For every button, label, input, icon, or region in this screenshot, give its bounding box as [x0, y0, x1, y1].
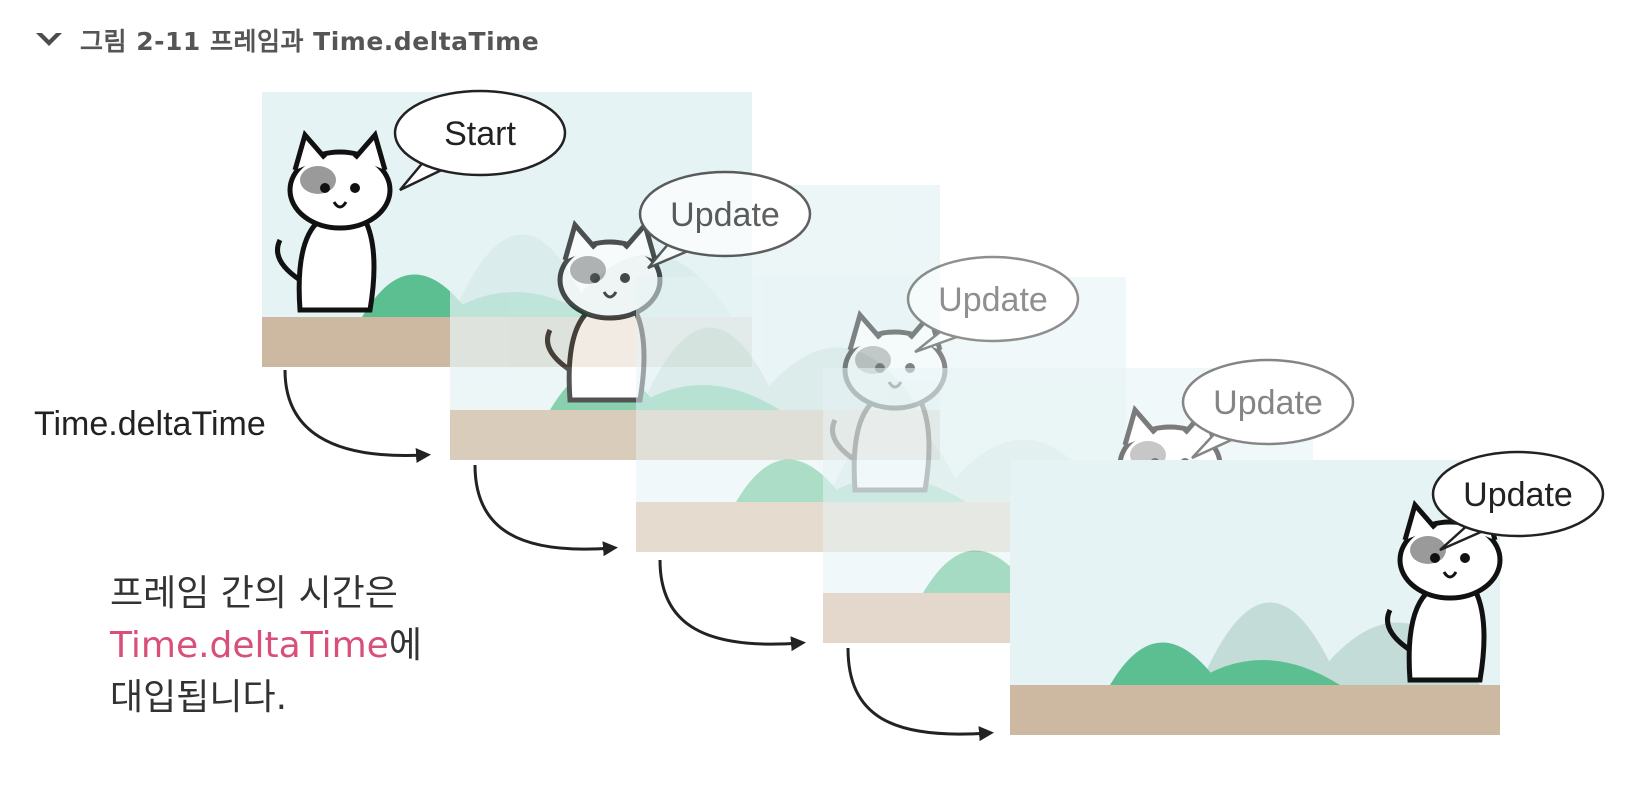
- arrow-label: Time.deltaTime: [34, 405, 266, 443]
- hill: [923, 550, 1033, 593]
- bubble-label: Update: [1463, 476, 1573, 514]
- speech-bubble: [638, 170, 812, 258]
- bubble-label: Update: [670, 196, 780, 234]
- note-line-3: 대입됩니다.: [110, 677, 288, 718]
- speech-bubble: [393, 89, 567, 177]
- delta-arrow-4: [846, 647, 994, 742]
- note-line-1: 프레임 간의 시간은: [110, 573, 398, 614]
- speech-bubble: [1431, 450, 1605, 538]
- note-highlight: Time.deltaTime: [110, 625, 389, 666]
- cat-character: [275, 129, 393, 313]
- hill: [362, 274, 472, 317]
- hill: [1190, 660, 1340, 685]
- bubble-label: Start: [444, 115, 516, 153]
- speech-bubble: [1181, 358, 1355, 446]
- speech-bubble: [906, 255, 1080, 343]
- delta-arrow-2: [473, 464, 618, 557]
- explanation-note: 프레임 간의 시간은 Time.deltaTime에 대입됩니다.: [110, 568, 422, 724]
- frame-5: Update: [1010, 450, 1605, 735]
- chevron-down-icon: [36, 33, 62, 46]
- delta-arrow-3: [658, 559, 806, 652]
- hill: [1110, 642, 1220, 685]
- cat-character: [545, 219, 663, 403]
- note-line-2-rest: 에: [388, 625, 422, 666]
- delta-arrow-1: [283, 369, 431, 463]
- figure-header: 그림 2-11 프레임과 Time.deltaTime: [34, 20, 539, 60]
- note-line-2: Time.deltaTime에: [110, 620, 422, 672]
- bubble-label: Update: [938, 281, 1048, 319]
- figure-caption: 그림 2-11 프레임과 Time.deltaTime: [80, 27, 540, 56]
- frame-ground: [1010, 685, 1500, 735]
- bubble-label: Update: [1213, 384, 1323, 422]
- hill: [736, 459, 846, 502]
